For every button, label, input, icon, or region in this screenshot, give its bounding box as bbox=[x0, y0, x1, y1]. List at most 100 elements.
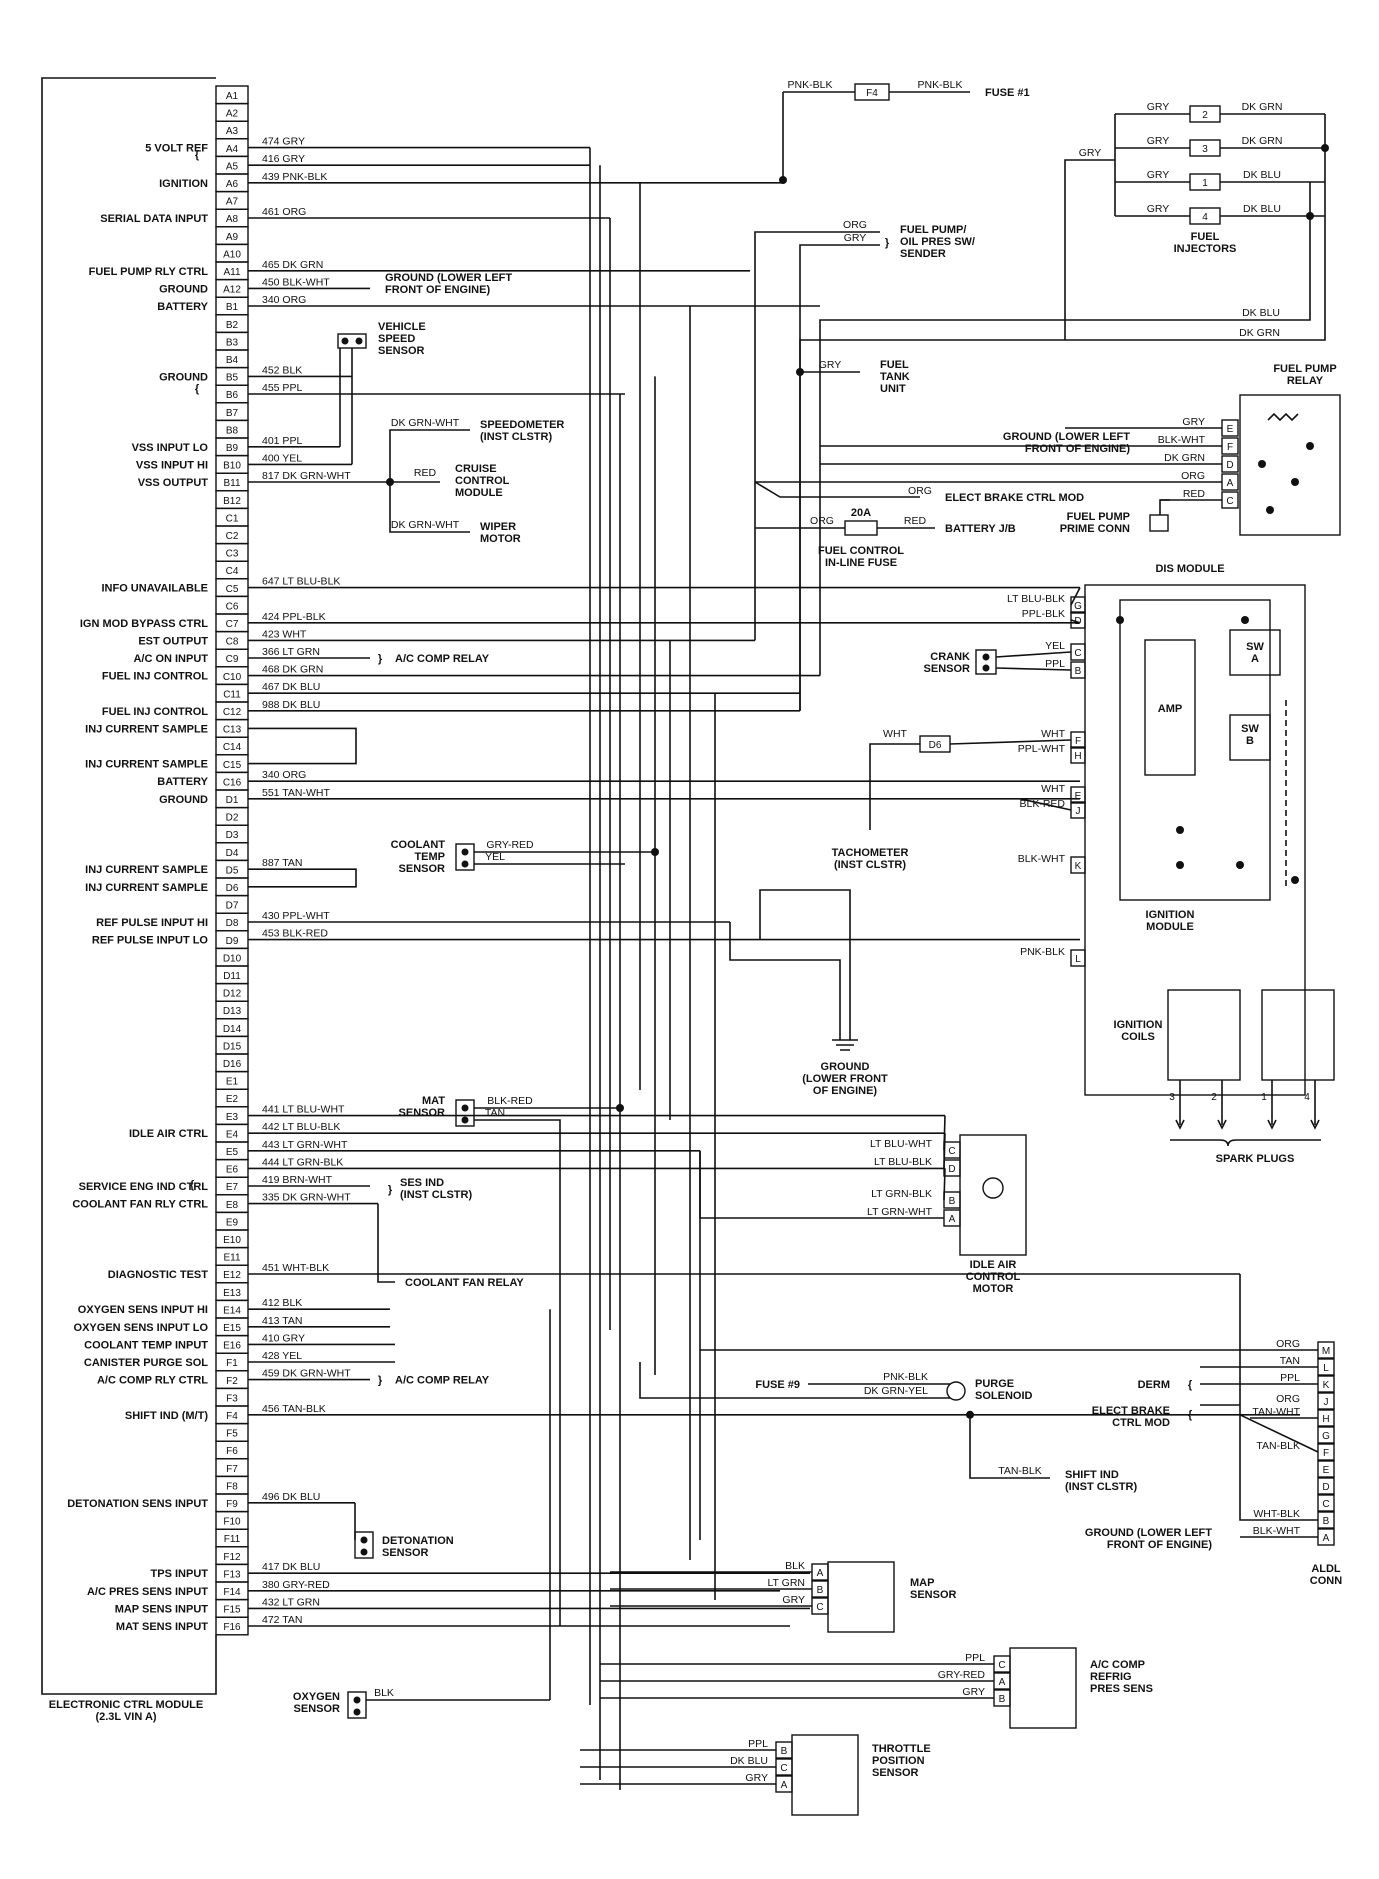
wire-color: GRY bbox=[962, 1686, 985, 1698]
ecm-pin-label: E8 bbox=[226, 1200, 239, 1211]
iac-pin-label: C bbox=[948, 1146, 955, 1157]
wire-color: YEL bbox=[485, 851, 505, 863]
det-terminal bbox=[360, 1548, 368, 1556]
component-label: FUEL CONTROL bbox=[818, 545, 904, 557]
aldl-pin-label: K bbox=[1323, 1380, 1330, 1391]
crank-terminal bbox=[982, 653, 990, 661]
ecm-subtitle: (2.3L VIN A) bbox=[95, 1711, 156, 1723]
ecm-pin-label: E13 bbox=[223, 1288, 241, 1299]
component-label: BATTERY J/B bbox=[945, 523, 1016, 535]
component-label: SENSOR bbox=[924, 663, 971, 675]
fp-prime-conn bbox=[1149, 514, 1169, 532]
wire-label: 442 LT BLU-BLK bbox=[262, 1121, 340, 1133]
aldl-pin-label: E bbox=[1323, 1465, 1330, 1476]
ecm-pin-label: B9 bbox=[226, 443, 239, 454]
relay-pin-label: A bbox=[1227, 478, 1234, 489]
det-terminal bbox=[360, 1536, 368, 1544]
ecm-pin-label: A4 bbox=[226, 144, 239, 155]
ecm-pin-label: C14 bbox=[223, 742, 242, 753]
org-wire bbox=[754, 481, 920, 498]
ecm-pin-label: F7 bbox=[226, 1464, 238, 1475]
component-label: MODULE bbox=[455, 487, 503, 499]
shift-wire bbox=[969, 1414, 1050, 1479]
ecm-function-label: OXYGEN SENS INPUT HI bbox=[78, 1304, 208, 1316]
component-label: COOLANT bbox=[391, 839, 446, 851]
ecm-function-label: A/C PRES SENS INPUT bbox=[87, 1586, 208, 1598]
ecm-pin-label: C4 bbox=[226, 566, 239, 577]
wire-color: ORG bbox=[1276, 1338, 1300, 1350]
ecm-function-label: BATTERY bbox=[157, 301, 208, 313]
ecm-pin-label: F12 bbox=[223, 1552, 241, 1563]
component-label: SW bbox=[1246, 641, 1264, 653]
wire-color: BLK bbox=[374, 1687, 394, 1699]
d6-label: D6 bbox=[929, 740, 942, 751]
tan-wire bbox=[474, 1119, 561, 1626]
wht-wire bbox=[949, 739, 1072, 745]
wire-label: 472 TAN bbox=[262, 1614, 302, 1626]
wire-color: BLK-RED bbox=[487, 1095, 533, 1107]
wire-color: LT BLU-BLK bbox=[874, 1156, 932, 1168]
ecm-pin-label: D9 bbox=[226, 936, 239, 947]
wire-label: 468 DK GRN bbox=[262, 664, 323, 676]
wire-color: WHT bbox=[1041, 728, 1065, 740]
ecm-pin-label: C16 bbox=[223, 777, 242, 788]
relay-coil bbox=[1267, 412, 1299, 422]
ac-press-pin-label: B bbox=[999, 1694, 1006, 1705]
ecm-pin-label: C15 bbox=[223, 760, 242, 771]
ecm-function-label: GROUND bbox=[159, 283, 208, 295]
ac-pressure-sensor bbox=[1009, 1647, 1077, 1729]
wire-label: 461 ORG bbox=[262, 206, 306, 218]
wire-color: RED bbox=[1183, 488, 1206, 500]
wht-wire bbox=[869, 743, 920, 770]
wire-color: TAN-BLK bbox=[998, 1465, 1042, 1477]
gry-wire bbox=[799, 244, 880, 711]
aldl-pin-label: J bbox=[1324, 1397, 1329, 1408]
ecm-pin-label: E4 bbox=[226, 1129, 239, 1140]
brace: } bbox=[378, 1375, 383, 1387]
wire-color: PNK-BLK bbox=[918, 79, 963, 91]
tps bbox=[791, 1734, 859, 1816]
wire-label: 439 PNK-BLK bbox=[262, 171, 327, 183]
component-label: A/C COMP RELAY bbox=[395, 1375, 490, 1387]
coolant-terminal bbox=[461, 860, 469, 868]
ecm-function-label: CANISTER PURGE SOL bbox=[84, 1357, 208, 1369]
aldl-pin bbox=[1317, 1477, 1335, 1495]
dk-grn-wht-wire bbox=[389, 482, 470, 533]
coolant-temp-sensor bbox=[455, 843, 475, 871]
ecm-pin-label: A1 bbox=[226, 91, 239, 102]
wire-label: 551 TAN-WHT bbox=[262, 787, 330, 799]
ecm-pin-label: E11 bbox=[223, 1253, 240, 1264]
wire-label: 340 ORG bbox=[262, 294, 306, 306]
component-label: COOLANT FAN RELAY bbox=[405, 1277, 524, 1289]
ecm-pin-label: E5 bbox=[226, 1147, 239, 1158]
purge-wire bbox=[639, 1362, 950, 1399]
ecm-function-label: MAT SENS INPUT bbox=[116, 1621, 208, 1633]
ecm-function-label: INJ CURRENT SAMPLE bbox=[85, 882, 208, 894]
aldl-pin-label: H bbox=[1322, 1414, 1329, 1425]
ecm-pin-label: F16 bbox=[223, 1622, 241, 1633]
wire-color: TAN-BLK bbox=[1256, 1440, 1300, 1452]
amp-block bbox=[1144, 639, 1196, 776]
ecm-pin-label: F6 bbox=[226, 1446, 238, 1457]
iac-pin-label: A bbox=[949, 1214, 956, 1225]
splice-dot bbox=[1176, 826, 1184, 834]
ecm-pin-label: B5 bbox=[226, 373, 239, 384]
wire-color: PPL bbox=[1280, 1372, 1300, 1384]
dis-pin-label: C bbox=[1074, 648, 1081, 659]
ecm-function-label: TPS INPUT bbox=[151, 1568, 209, 1580]
component-label: FUEL bbox=[880, 359, 909, 371]
wire-color: GRY bbox=[745, 1772, 768, 1784]
component-label: GROUND bbox=[821, 1061, 870, 1073]
gry-wire bbox=[1064, 159, 1080, 340]
dis-pin-label: B bbox=[1075, 666, 1082, 677]
component-label: SENSOR bbox=[378, 345, 425, 357]
mat-terminal bbox=[461, 1104, 469, 1112]
swb-block bbox=[1229, 714, 1271, 761]
component-label: MAT bbox=[422, 1095, 445, 1107]
wire-color: WHT bbox=[883, 728, 907, 740]
component-label: SENSOR bbox=[399, 863, 446, 875]
mat-terminal bbox=[461, 1116, 469, 1124]
dis-pin-label: G bbox=[1074, 601, 1082, 612]
dis-wire bbox=[1070, 619, 1081, 624]
aldl-pin-label: A bbox=[1323, 1533, 1330, 1544]
